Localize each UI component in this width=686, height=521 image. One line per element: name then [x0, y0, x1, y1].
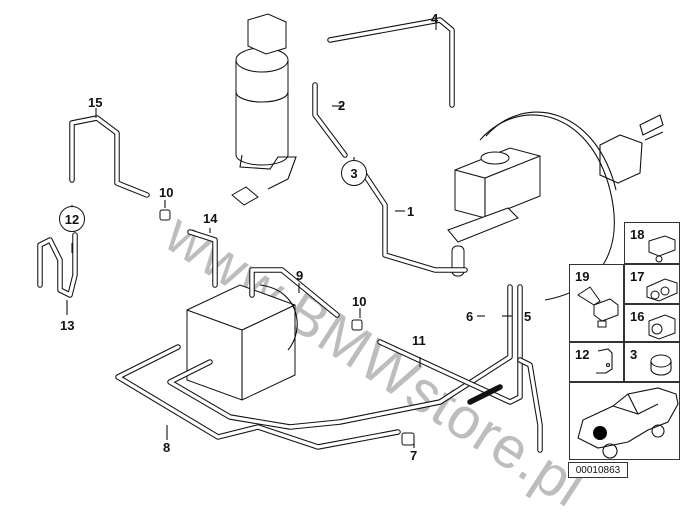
- detail-box-3: 3: [624, 342, 680, 382]
- detail-box-16: 16: [624, 304, 680, 342]
- bracket-12-icon: [596, 348, 613, 374]
- detail-box-12-label: 12: [575, 347, 590, 362]
- detail-box-19-label: 19: [575, 269, 590, 284]
- parts-diagram: www.BMWstore.pl: [37, 11, 680, 520]
- detail-box-18-label: 18: [630, 227, 645, 242]
- diagram-drawing: [37, 13, 664, 453]
- callout-7: 7: [410, 448, 418, 463]
- callout-2: 2: [338, 98, 346, 113]
- callout-12-circled: 12: [59, 206, 85, 232]
- hose-clamp-3-icon: [650, 354, 672, 376]
- callout-5: 5: [524, 309, 532, 324]
- detail-box-3-label: 3: [630, 347, 638, 362]
- callout-6: 6: [466, 309, 474, 324]
- callout-9: 9: [296, 268, 304, 283]
- callout-10a: 10: [159, 185, 174, 200]
- callout-13: 13: [60, 318, 75, 333]
- hydraulic-unit: [186, 284, 298, 401]
- callout-4: 4: [431, 11, 439, 26]
- detail-box-18: 18: [624, 222, 680, 264]
- detail-box-17-label: 17: [630, 269, 645, 284]
- car-location-icon: [577, 387, 679, 459]
- clip-17-icon: [646, 278, 678, 302]
- detail-box-17: 17: [624, 264, 680, 304]
- callout-1: 1: [407, 204, 415, 219]
- detail-box-12: 12: [569, 342, 624, 382]
- callout-15: 15: [88, 95, 103, 110]
- brake-lines: [37, 17, 543, 453]
- fittings: [159, 209, 415, 446]
- master-cylinder: [447, 147, 541, 277]
- sensor-bracket-19-icon: [577, 286, 619, 328]
- accumulator: [231, 13, 297, 206]
- clip-18-icon: [648, 235, 676, 263]
- callout-14: 14: [203, 211, 218, 226]
- vehicle-location-box: [569, 382, 680, 460]
- callout-10b: 10: [352, 294, 367, 309]
- callout-3-circled: 3: [341, 160, 367, 186]
- clip-16-icon: [648, 314, 676, 340]
- detail-box-19: 19: [569, 264, 624, 342]
- callout-8: 8: [163, 440, 171, 455]
- callout-11: 11: [412, 333, 426, 348]
- detail-box-16-label: 16: [630, 309, 645, 324]
- drawing-code: 00010863: [568, 462, 628, 478]
